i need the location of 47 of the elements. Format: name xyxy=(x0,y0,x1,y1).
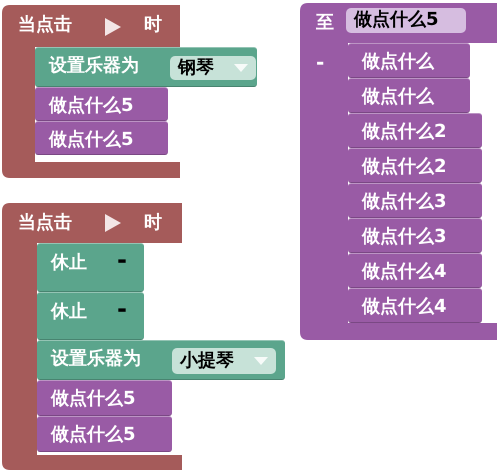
block-label: 至 xyxy=(316,12,334,34)
statement-block xyxy=(35,47,257,87)
statement-block xyxy=(348,183,482,218)
block-label: 时 xyxy=(144,212,162,234)
statement-block xyxy=(35,121,168,155)
statement-block xyxy=(37,292,144,340)
block-label: 做点什么5 xyxy=(49,129,134,151)
statement-block xyxy=(37,416,172,452)
block-label: 设置乐器为 xyxy=(51,348,141,370)
block-label: 做点什么5 xyxy=(49,95,134,117)
block-label: 时 xyxy=(144,14,162,36)
block-label: 当点击 xyxy=(18,14,72,36)
dropdown-field xyxy=(172,348,276,374)
statement-block xyxy=(348,113,482,148)
parameter-label: - xyxy=(117,298,127,320)
statement-block xyxy=(37,340,285,380)
statement-block xyxy=(348,43,470,78)
dropdown-value: 做点什么5 xyxy=(354,9,439,31)
statement-block xyxy=(348,288,482,323)
block-label: 做点什么4 xyxy=(362,296,447,318)
statement-block xyxy=(348,148,482,183)
statement-block xyxy=(348,78,470,113)
statement-block xyxy=(348,253,482,288)
block-label: 做点什么3 xyxy=(362,226,447,248)
dropdown-field xyxy=(346,8,466,33)
block-label: 休止 xyxy=(51,301,87,323)
dropdown-value: 钢琴 xyxy=(178,57,214,79)
block-label: 做点什么3 xyxy=(362,191,447,213)
block-label: 做点什么5 xyxy=(51,424,136,446)
statement-block xyxy=(37,380,172,416)
block-label: 做点什么4 xyxy=(362,261,447,283)
parameter-label: - xyxy=(316,51,324,73)
dropdown-field xyxy=(170,56,256,80)
statement-block xyxy=(37,243,144,292)
block-label: 做点什么5 xyxy=(51,388,136,410)
statement-block xyxy=(35,87,168,121)
statement-block xyxy=(348,218,482,253)
block-label: 做点什么2 xyxy=(362,156,447,178)
parameter-label: - xyxy=(117,249,127,271)
dropdown-value: 小提琴 xyxy=(180,350,234,372)
block-label: 做点什么 xyxy=(362,86,434,108)
block-label: 当点击 xyxy=(18,212,72,234)
block-label: 做点什么2 xyxy=(362,121,447,143)
block-label: 设置乐器为 xyxy=(49,55,139,77)
c-block xyxy=(300,3,497,340)
block-label: 休止 xyxy=(51,252,87,274)
block-label: 做点什么 xyxy=(362,51,434,73)
